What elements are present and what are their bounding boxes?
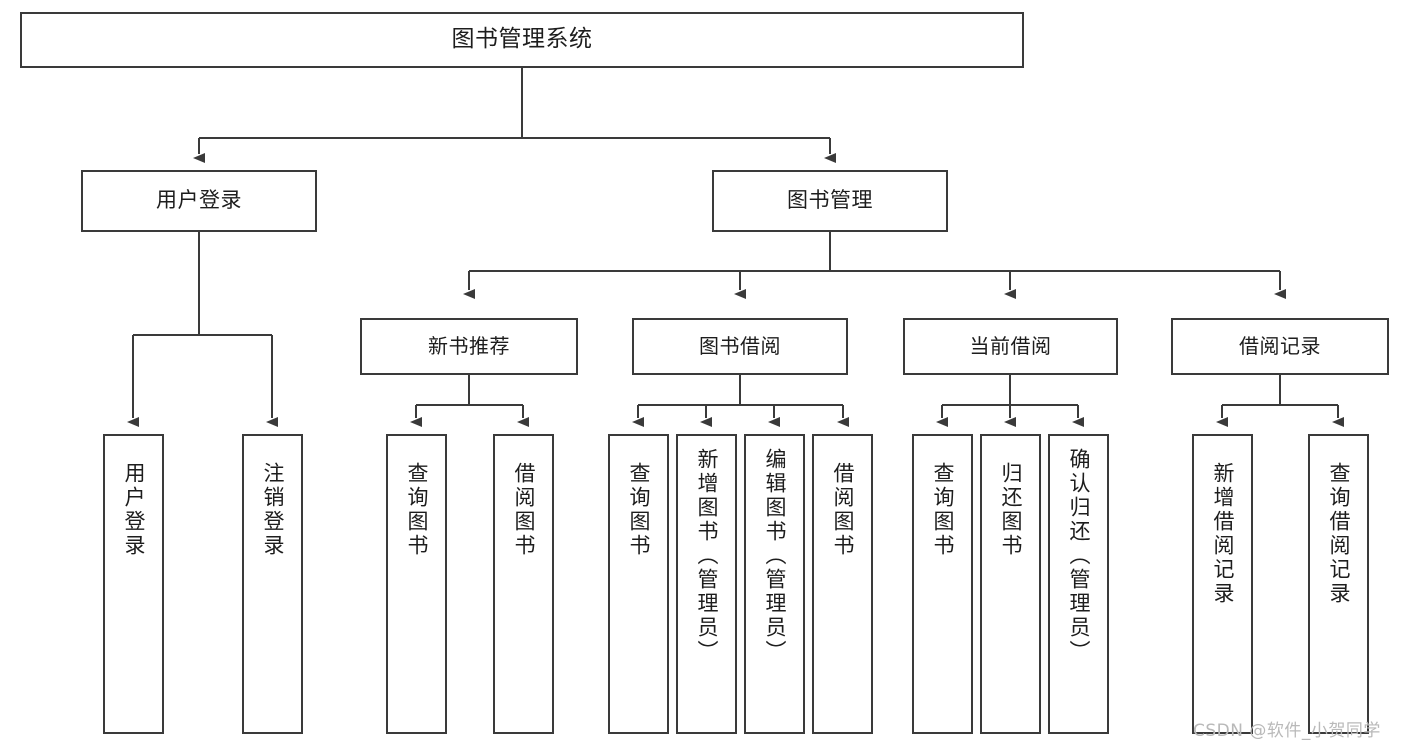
node-book-management[interactable]: 图书管理: [712, 170, 948, 232]
node-root-book-management-system[interactable]: 图书管理系统: [20, 12, 1024, 68]
node-new-book-recommend[interactable]: 新书推荐: [360, 318, 578, 375]
csdn-watermark: CSDN @软件_小贺同学: [1193, 721, 1381, 741]
node-label: 借阅图书: [512, 462, 536, 558]
node-label: 查询图书: [627, 462, 651, 558]
node-label: 图书管理: [787, 188, 873, 213]
node-label: 注销登录: [261, 462, 285, 558]
node-leaf-borrow-book-2[interactable]: 借阅图书: [812, 434, 873, 734]
node-label: 新增借阅记录: [1211, 462, 1235, 606]
node-user-login[interactable]: 用户登录: [81, 170, 317, 232]
node-book-borrow[interactable]: 图书借阅: [632, 318, 848, 375]
node-leaf-user-login[interactable]: 用户登录: [103, 434, 164, 734]
node-leaf-edit-book[interactable]: 编辑图书（管理员）: [744, 434, 805, 734]
node-label: 查询图书: [405, 462, 429, 558]
node-label: 新书推荐: [428, 334, 510, 359]
node-leaf-query-record[interactable]: 查询借阅记录: [1308, 434, 1369, 734]
node-label: 借阅图书: [831, 462, 855, 558]
node-label: 新增图书（管理员）: [695, 448, 719, 664]
node-borrow-record[interactable]: 借阅记录: [1171, 318, 1389, 375]
node-label: 当前借阅: [969, 334, 1052, 359]
node-leaf-return-book[interactable]: 归还图书: [980, 434, 1041, 734]
node-leaf-borrow-book-1[interactable]: 借阅图书: [493, 434, 554, 734]
node-label: 图书管理系统: [451, 26, 593, 53]
node-leaf-query-book-2[interactable]: 查询图书: [608, 434, 669, 734]
node-leaf-query-book-3[interactable]: 查询图书: [912, 434, 973, 734]
node-label: 用户登录: [156, 188, 242, 213]
node-label: 借阅记录: [1239, 334, 1321, 359]
node-label: 归还图书: [999, 462, 1023, 558]
node-current-borrow[interactable]: 当前借阅: [903, 318, 1118, 375]
node-leaf-confirm-return[interactable]: 确认归还（管理员）: [1048, 434, 1109, 734]
node-leaf-add-book[interactable]: 新增图书（管理员）: [676, 434, 737, 734]
node-label: 确认归还（管理员）: [1067, 448, 1091, 664]
node-label: 编辑图书（管理员）: [763, 448, 787, 664]
node-label: 查询借阅记录: [1327, 462, 1351, 606]
node-label: 用户登录: [122, 462, 146, 558]
node-leaf-add-record[interactable]: 新增借阅记录: [1192, 434, 1253, 734]
node-leaf-query-book-1[interactable]: 查询图书: [386, 434, 447, 734]
node-leaf-user-logout[interactable]: 注销登录: [242, 434, 303, 734]
node-label: 图书借阅: [699, 334, 781, 359]
node-label: 查询图书: [931, 462, 955, 558]
